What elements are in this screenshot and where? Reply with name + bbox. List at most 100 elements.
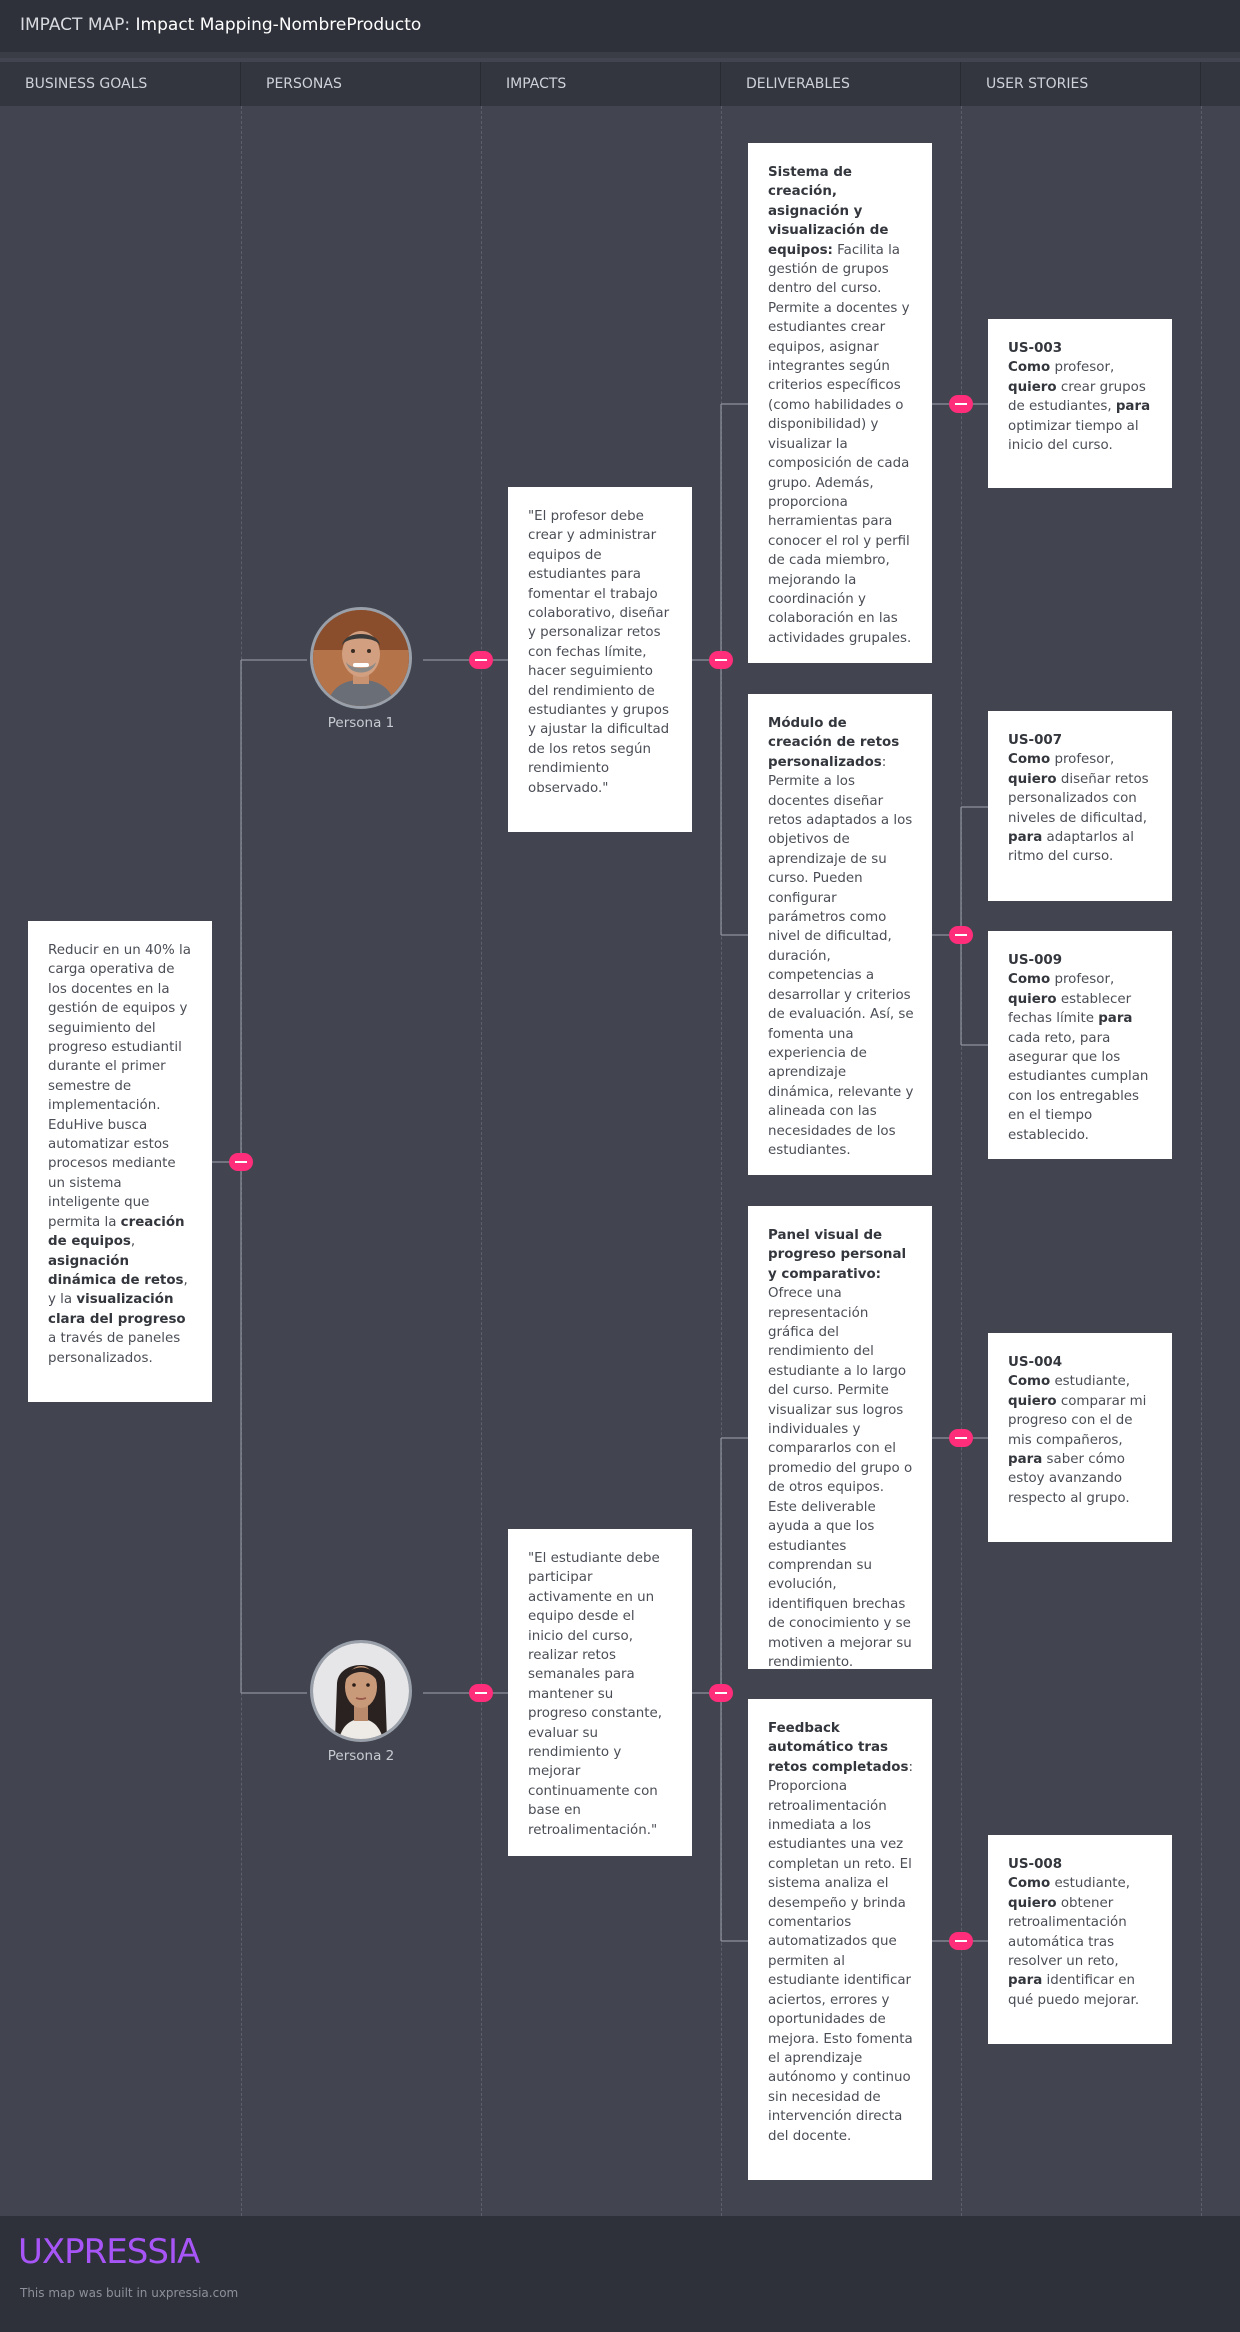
deliverable-1-text: Sistema de creación, asignación y visual… xyxy=(768,163,914,648)
business-goal-text: Reducir en un 40% la carga operativa de … xyxy=(48,941,194,1368)
user-story-id: US-007 xyxy=(1008,733,1063,748)
collapse-toggle-icon[interactable] xyxy=(469,651,493,669)
text-run-bold: quiero xyxy=(1008,379,1057,395)
text-run: diseñar retos personalizados con niveles… xyxy=(1008,771,1149,826)
footer-note[interactable]: This map was built in uxpressia.com xyxy=(20,2286,239,2300)
text-run-bold: para xyxy=(1098,1011,1133,1027)
deliverable-3-title: Panel visual de progreso personal y comp… xyxy=(768,1228,907,1282)
text-run-bold: Como xyxy=(1008,1876,1051,1892)
text-run: estudiante, xyxy=(1050,1876,1131,1892)
text-run: Reducir en un 40% la carga operativa de … xyxy=(48,943,191,1230)
deliverable-card-4[interactable]: Feedback automático tras retos completad… xyxy=(748,1699,932,2180)
deliverable-card-1[interactable]: Sistema de creación, asignación y visual… xyxy=(748,143,932,663)
text-run: saber cómo estoy avanzando respecto al g… xyxy=(1008,1452,1130,1506)
impact-card-1[interactable]: "El profesor debe crear y administrar eq… xyxy=(508,487,692,832)
text-run-bold: Como xyxy=(1008,972,1051,988)
text-run-bold: para xyxy=(1115,399,1151,415)
persona-1-name: Persona 1 xyxy=(327,715,395,731)
deliverable-2-body: : Permite a los docentes diseñar retos a… xyxy=(768,754,914,1158)
text-run: crear grupos de estudiantes, xyxy=(1008,379,1146,415)
deliverable-2-text: Módulo de creación de retos personalizad… xyxy=(768,714,914,1160)
text-run: , y la xyxy=(48,1272,188,1308)
collapse-toggle-icon[interactable] xyxy=(949,395,973,413)
deliverable-4-body: : Proporciona retroalimentación inmediat… xyxy=(768,1759,913,2144)
text-run-bold: quiero xyxy=(1008,1393,1057,1409)
user-story-id: US-004 xyxy=(1008,1355,1063,1370)
collapse-toggle-icon[interactable] xyxy=(709,651,733,669)
text-run-bold: para xyxy=(1008,1973,1043,1989)
text-run: establecer fechas límite xyxy=(1008,991,1132,1027)
deliverable-1-body: Facilita la gestión de grupos dentro del… xyxy=(768,242,912,646)
text-run: adaptarlos al ritmo del curso. xyxy=(1008,830,1134,865)
deliverable-3-text: Panel visual de progreso personal y comp… xyxy=(768,1226,914,1672)
text-run-bold: visualización clara del progreso xyxy=(48,1292,186,1327)
text-run: estudiante, xyxy=(1050,1374,1131,1390)
persona-2-avatar xyxy=(310,1640,412,1742)
impact-1-text: "El profesor debe crear y administrar eq… xyxy=(528,509,670,796)
column-header-impacts: IMPACTS xyxy=(481,62,721,106)
column-headers: BUSINESS GOALS PERSONAS IMPACTS DELIVERA… xyxy=(0,62,1240,106)
column-divider xyxy=(481,106,482,2216)
user-story-id: US-003 xyxy=(1008,341,1063,356)
text-run-bold: para xyxy=(1008,830,1043,846)
text-run: profesor, xyxy=(1050,360,1115,376)
column-divider xyxy=(721,106,722,2216)
collapse-toggle-icon[interactable] xyxy=(469,1684,493,1702)
deliverable-card-2[interactable]: Módulo de creación de retos personalizad… xyxy=(748,694,932,1175)
column-header-deliverables: DELIVERABLES xyxy=(721,62,961,106)
impact-card-2[interactable]: "El estudiante debe participar activamen… xyxy=(508,1529,692,1856)
column-header-user-stories: USER STORIES xyxy=(961,62,1201,106)
persona-2[interactable]: Persona 2 xyxy=(307,1640,415,1764)
text-run-bold: asignación dinámica de retos xyxy=(48,1253,184,1288)
collapse-toggle-icon[interactable] xyxy=(229,1153,253,1171)
deliverable-4-title: Feedback automático tras retos completad… xyxy=(768,1721,909,1775)
column-header-business-goals: BUSINESS GOALS xyxy=(0,62,241,106)
text-run-bold: Como xyxy=(1008,1374,1051,1390)
deliverable-card-3[interactable]: Panel visual de progreso personal y comp… xyxy=(748,1206,932,1672)
deliverable-1-title: Sistema de creación, asignación y visual… xyxy=(768,165,889,258)
collapse-toggle-icon[interactable] xyxy=(949,926,973,944)
persona-1[interactable]: Persona 1 xyxy=(307,607,415,731)
user-story-id: US-009 xyxy=(1008,953,1063,968)
text-run-bold: Como xyxy=(1008,360,1051,376)
text-run: comparar mi progreso con el de mis compa… xyxy=(1008,1393,1147,1448)
text-run: obtener retroalimentación automática tra… xyxy=(1008,1895,1127,1970)
column-divider xyxy=(961,106,962,2216)
text-run-bold: quiero xyxy=(1008,771,1057,787)
deliverable-4-text: Feedback automático tras retos completad… xyxy=(768,1719,914,2146)
text-run-bold: Como xyxy=(1008,752,1051,768)
text-run: cada reto, para asegurar que los estudia… xyxy=(1008,1030,1149,1143)
business-goal-card[interactable]: Reducir en un 40% la carga operativa de … xyxy=(28,921,212,1402)
uxpressia-logo[interactable]: UXPRESSIA xyxy=(18,2232,200,2272)
text-run: profesor, xyxy=(1050,752,1115,768)
text-run: profesor, xyxy=(1050,972,1115,988)
impact-2-text: "El estudiante debe participar activamen… xyxy=(528,1551,662,1838)
map-title-name: Impact Mapping-NombreProducto xyxy=(135,15,422,35)
collapse-toggle-icon[interactable] xyxy=(949,1429,973,1447)
collapse-toggle-icon[interactable] xyxy=(949,1932,973,1950)
text-run: identificar en qué puedo mejorar. xyxy=(1008,1973,1140,2008)
text-run: , xyxy=(130,1234,136,1250)
persona-1-avatar xyxy=(310,607,412,709)
collapse-toggle-icon[interactable] xyxy=(709,1684,733,1702)
text-run-bold: creación de equipos xyxy=(48,1214,185,1250)
map-title: IMPACT MAP: Impact Mapping-NombreProduct… xyxy=(20,15,421,35)
user-story-id: US-008 xyxy=(1008,1857,1063,1872)
map-title-prefix: IMPACT MAP: xyxy=(20,15,131,35)
text-run: optimizar tiempo al inicio del curso. xyxy=(1008,418,1139,454)
top-bar: IMPACT MAP: Impact Mapping-NombreProduct… xyxy=(0,0,1240,58)
column-header-personas: PERSONAS xyxy=(241,62,481,106)
persona-2-name: Persona 2 xyxy=(327,1748,395,1764)
text-run-bold: quiero xyxy=(1008,1895,1057,1911)
text-run-bold: quiero xyxy=(1008,991,1057,1007)
